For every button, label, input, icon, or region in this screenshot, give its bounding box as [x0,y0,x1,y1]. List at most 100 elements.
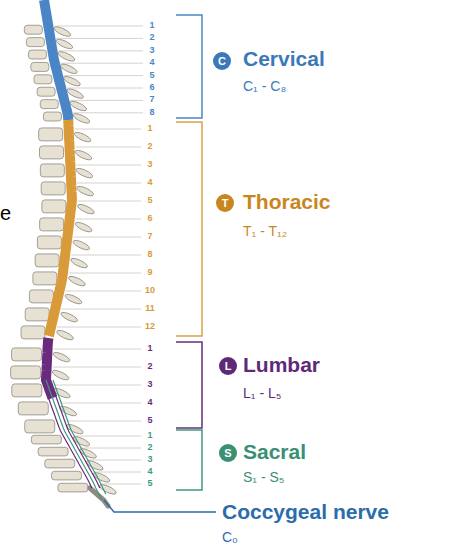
region-heading: Thoracic [243,190,331,213]
thoracic-bracket [176,122,202,336]
level-number: 5 [147,479,152,489]
level-number: 3 [147,455,152,465]
spinous-process [70,257,89,270]
vertebra-body [28,50,46,59]
region-heading: Lumbar [243,353,320,376]
nerve-line [77,183,141,184]
level-number: 8 [149,108,154,118]
vertebra-body [24,25,42,34]
nerve-line [73,436,141,437]
nerve-line [76,219,141,220]
vertebra-body [40,100,58,109]
region-badge: C [213,52,231,70]
region-range: C₀ [222,530,238,545]
spinous-process [76,185,95,198]
level-number: 5 [149,71,154,81]
spinal-cord [49,120,72,336]
nerve-line [60,403,141,404]
nerve-line [65,291,141,292]
spinous-process [60,311,79,324]
level-number: 7 [149,95,154,105]
nerve-line [73,237,141,238]
nerve-line [54,349,141,350]
vertebra-body [29,290,53,303]
vertebra-body [21,326,45,339]
vertebra-body [45,459,75,468]
spinous-process [57,50,76,63]
vertebra-body [52,471,82,480]
vertebra-body [26,38,44,47]
nerve-line [56,38,143,39]
spinous-process [75,167,94,180]
spinous-process [55,37,74,50]
spinous-process [76,203,95,216]
nerve-line [67,421,141,422]
vertebra-body [43,112,61,121]
level-number: 6 [147,214,152,224]
nerve-line [78,201,141,202]
region-heading: Sacral [243,440,306,463]
nerve-line [61,309,141,310]
level-number: 5 [147,416,152,426]
level-number: 9 [147,268,152,278]
nerve-line [100,484,141,485]
spinal-cord [53,380,106,494]
nerve-line [76,165,141,166]
level-number: 1 [147,344,152,354]
region-badge: T [216,194,234,212]
spinous-process [73,131,92,144]
nerve-line [70,100,143,101]
vertebra-body [12,384,42,397]
level-number: 5 [147,196,152,206]
badge-letter: S [224,448,231,459]
level-number: 3 [147,380,152,390]
nerve-line [75,129,141,130]
spinous-process [53,25,72,38]
coccyx [90,488,108,506]
vertebra-body [38,447,68,456]
coccygeal-leader [104,500,216,512]
region-heading: Coccygeal nerve [222,500,389,523]
level-number: 1 [147,431,152,441]
level-number: 11 [145,304,155,314]
nerve-line [54,26,143,27]
sacral-bracket [176,430,202,490]
level-number: 12 [145,322,155,332]
level-number: 10 [145,286,155,296]
spinous-process [51,369,70,382]
cropped-text: e [0,202,11,224]
nerve-line [73,112,143,113]
cervical-bracket [176,15,202,118]
region-range: S₁ - S₅ [243,470,284,485]
level-number: 2 [149,33,154,43]
region-range: C₁ - C₈ [243,79,286,94]
level-number: 4 [149,58,154,68]
nerve-line [61,63,143,64]
vertebra-body [11,366,41,379]
vertebra-body [40,164,64,177]
vertebra-body [40,146,64,159]
spinous-process [72,112,91,125]
vertebra-body [12,348,42,361]
spinous-process [74,221,93,234]
vertebra-body [33,272,57,285]
vertebra-body [42,200,66,213]
spinous-process [72,239,91,252]
level-number: 6 [149,83,154,93]
nerve-line [64,75,143,76]
spinal-cord [44,0,68,120]
level-number: 3 [149,46,154,56]
vertebra-body [31,62,49,71]
vertebra-body [37,87,55,96]
level-number: 8 [147,250,152,260]
nerve-line [71,255,141,256]
region-badge: S [219,444,237,462]
badge-letter: T [222,198,229,209]
vertebra-body [25,420,55,433]
nerve-line [80,448,141,449]
level-number: 1 [149,21,154,31]
nerve-line [58,50,143,51]
spinous-process [74,149,93,162]
region-range: L₁ - L₅ [243,386,281,401]
